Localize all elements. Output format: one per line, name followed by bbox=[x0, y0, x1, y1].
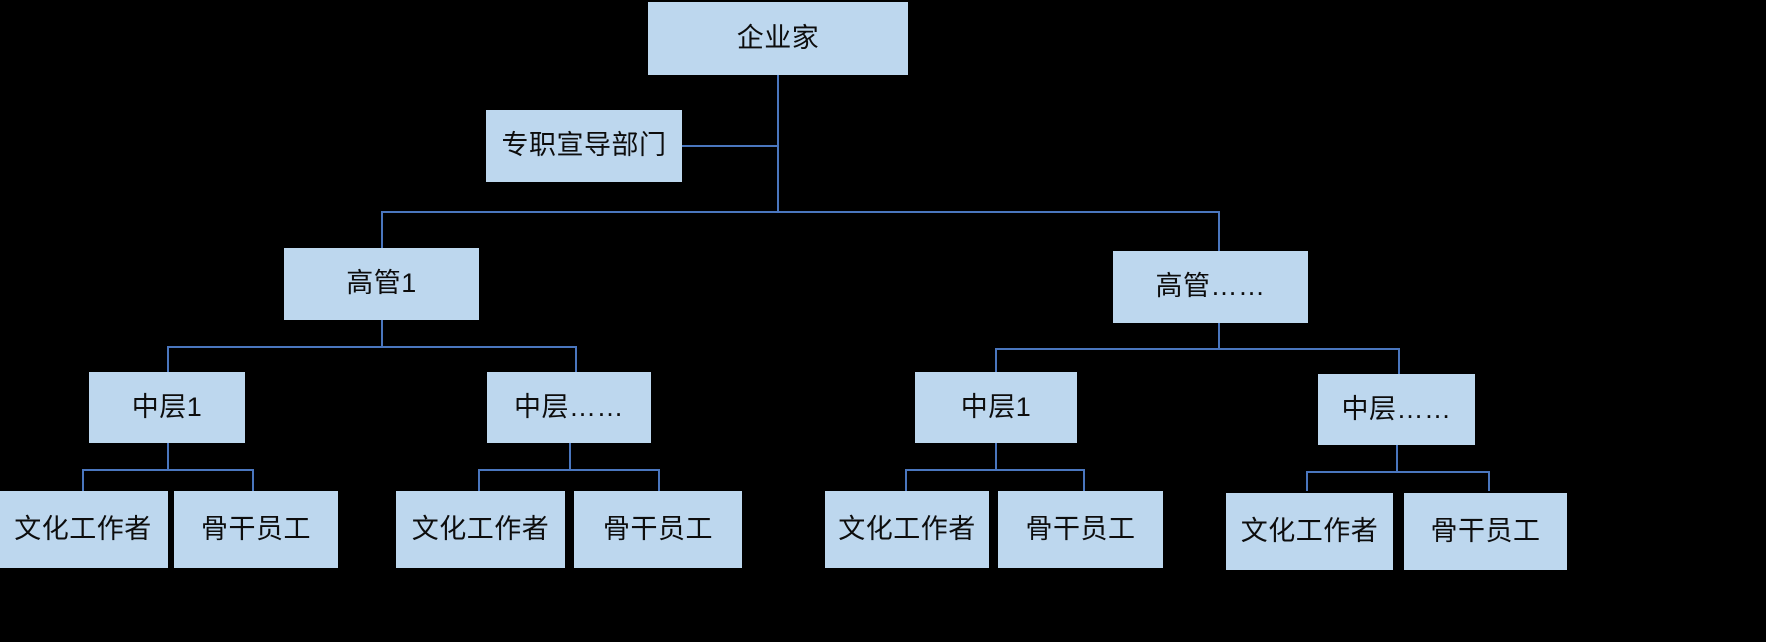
connector-mid-2-1-drop bbox=[995, 348, 997, 372]
connector-mid-bus-1 bbox=[167, 346, 576, 348]
connector-mid-1-1-stem bbox=[167, 443, 169, 470]
connector-mid-bus-2 bbox=[995, 348, 1400, 350]
connector-mid-1-1-drop bbox=[167, 346, 169, 372]
node-mid-2-1[interactable]: 中层1 bbox=[915, 372, 1077, 443]
node-leaf-2-1-a[interactable]: 文化工作者 bbox=[825, 491, 989, 568]
connector-mid-1-n-drop bbox=[575, 346, 577, 372]
connector-leaf-1-n-a-drop bbox=[478, 469, 480, 491]
connector-leaf-bus-2-1 bbox=[905, 469, 1085, 471]
connector-exec-1-stem bbox=[381, 320, 383, 347]
node-staff-department[interactable]: 专职宣导部门 bbox=[486, 110, 682, 182]
node-exec-1[interactable]: 高管1 bbox=[284, 248, 479, 320]
node-mid-1-n[interactable]: 中层…… bbox=[487, 372, 651, 443]
connector-exec-n-drop bbox=[1218, 211, 1220, 251]
connector-exec-1-drop bbox=[381, 211, 383, 249]
node-leaf-1-1-a[interactable]: 文化工作者 bbox=[0, 491, 168, 568]
node-leaf-2-n-b[interactable]: 骨干员工 bbox=[1404, 493, 1567, 570]
node-leaf-1-1-b[interactable]: 骨干员工 bbox=[174, 491, 338, 568]
node-leaf-1-n-b[interactable]: 骨干员工 bbox=[574, 491, 742, 568]
connector-leaf-1-n-b-drop bbox=[658, 469, 660, 491]
connector-mid-2-n-drop bbox=[1398, 348, 1400, 374]
node-mid-1-1[interactable]: 中层1 bbox=[89, 372, 245, 443]
connector-entrepreneur-trunk bbox=[777, 75, 779, 212]
connector-leaf-bus-2-n bbox=[1306, 471, 1490, 473]
connector-leaf-2-1-b-drop bbox=[1083, 469, 1085, 491]
connector-mid-2-n-stem bbox=[1396, 445, 1398, 472]
connector-staff-department-stub bbox=[681, 145, 779, 147]
connector-leaf-1-1-b-drop bbox=[252, 469, 254, 491]
connector-leaf-2-n-b-drop bbox=[1488, 471, 1490, 491]
connector-leaf-bus-1-n bbox=[478, 469, 660, 471]
connector-leaf-2-1-a-drop bbox=[905, 469, 907, 491]
node-leaf-2-1-b[interactable]: 骨干员工 bbox=[998, 491, 1163, 568]
node-entrepreneur[interactable]: 企业家 bbox=[648, 2, 908, 75]
connector-leaf-1-1-a-drop bbox=[82, 469, 84, 491]
connector-exec-n-stem bbox=[1218, 322, 1220, 349]
connector-exec-bus bbox=[381, 211, 1219, 213]
node-mid-2-n[interactable]: 中层…… bbox=[1318, 374, 1475, 445]
connector-mid-2-1-stem bbox=[995, 443, 997, 470]
node-leaf-2-n-a[interactable]: 文化工作者 bbox=[1226, 493, 1393, 570]
node-exec-n[interactable]: 高管…… bbox=[1113, 251, 1308, 323]
connector-leaf-bus-1-1 bbox=[82, 469, 253, 471]
node-leaf-1-n-a[interactable]: 文化工作者 bbox=[396, 491, 565, 568]
connector-mid-1-n-stem bbox=[569, 443, 571, 470]
connector-leaf-2-n-a-drop bbox=[1306, 471, 1308, 491]
